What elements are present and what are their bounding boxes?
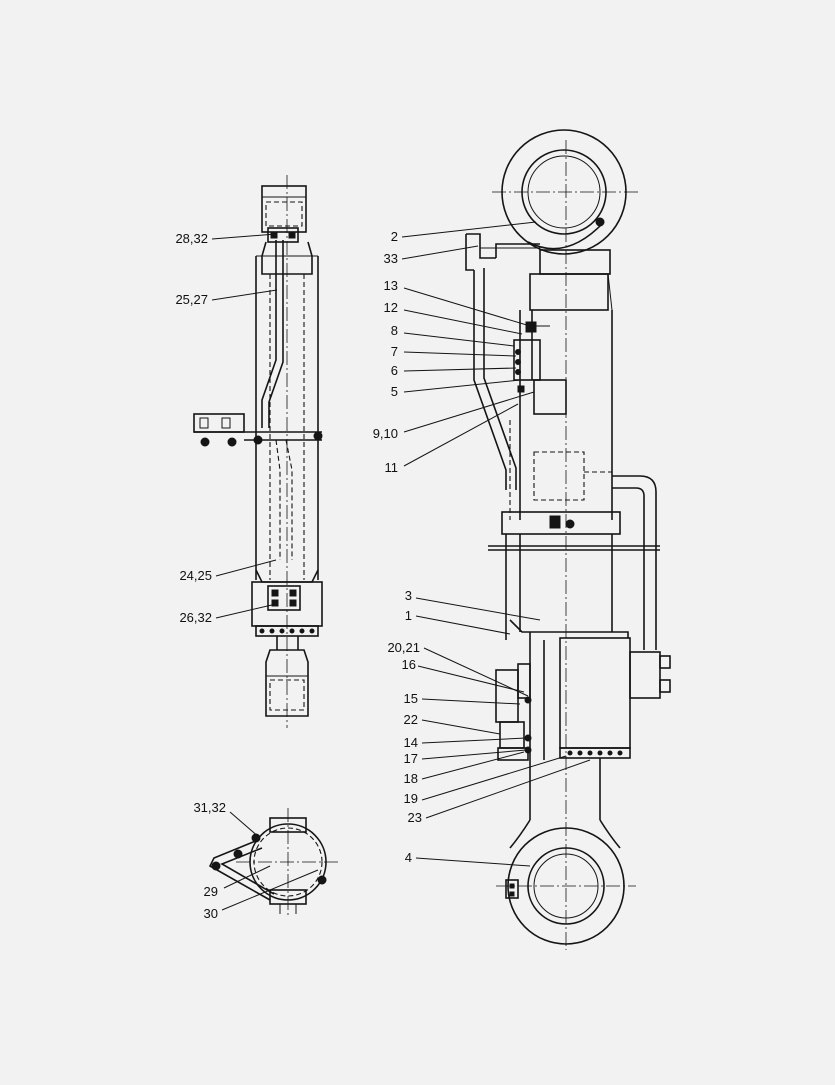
callout-14: 14 [404,735,418,750]
callout-18: 18 [404,771,418,786]
callout-8: 8 [391,323,398,338]
callout-25-27: 25,27 [175,292,208,307]
callout-7: 7 [391,344,398,359]
callout-15: 15 [404,691,418,706]
left-cylinder-view [193,175,323,728]
callout-29: 29 [204,884,218,899]
callout-3: 3 [405,588,412,603]
callout-13: 13 [384,278,398,293]
callout-23: 23 [408,810,422,825]
callout-labels: 28,32 25,27 24,25 26,32 31,32 29 30 2 33… [175,229,422,921]
callout-1: 1 [405,608,412,623]
callout-4: 4 [405,850,412,865]
callout-16: 16 [402,657,416,672]
callout-26-32: 26,32 [179,610,212,625]
callout-6: 6 [391,363,398,378]
callout-28-32: 28,32 [175,231,208,246]
callout-31-32: 31,32 [193,800,226,815]
end-view-detail [208,808,340,918]
callout-12: 12 [384,300,398,315]
callout-24-25: 24,25 [179,568,212,583]
callout-17: 17 [404,751,418,766]
callout-30: 30 [204,906,218,921]
right-cylinder-view [465,129,671,950]
callout-20-21: 20,21 [387,640,420,655]
callout-22: 22 [404,712,418,727]
callout-5: 5 [391,384,398,399]
callout-11: 11 [385,460,399,475]
callout-9-10: 9,10 [373,426,398,441]
callout-33: 33 [384,251,398,266]
leader-lines [211,221,591,911]
callout-19: 19 [404,791,418,806]
callout-2: 2 [391,229,398,244]
